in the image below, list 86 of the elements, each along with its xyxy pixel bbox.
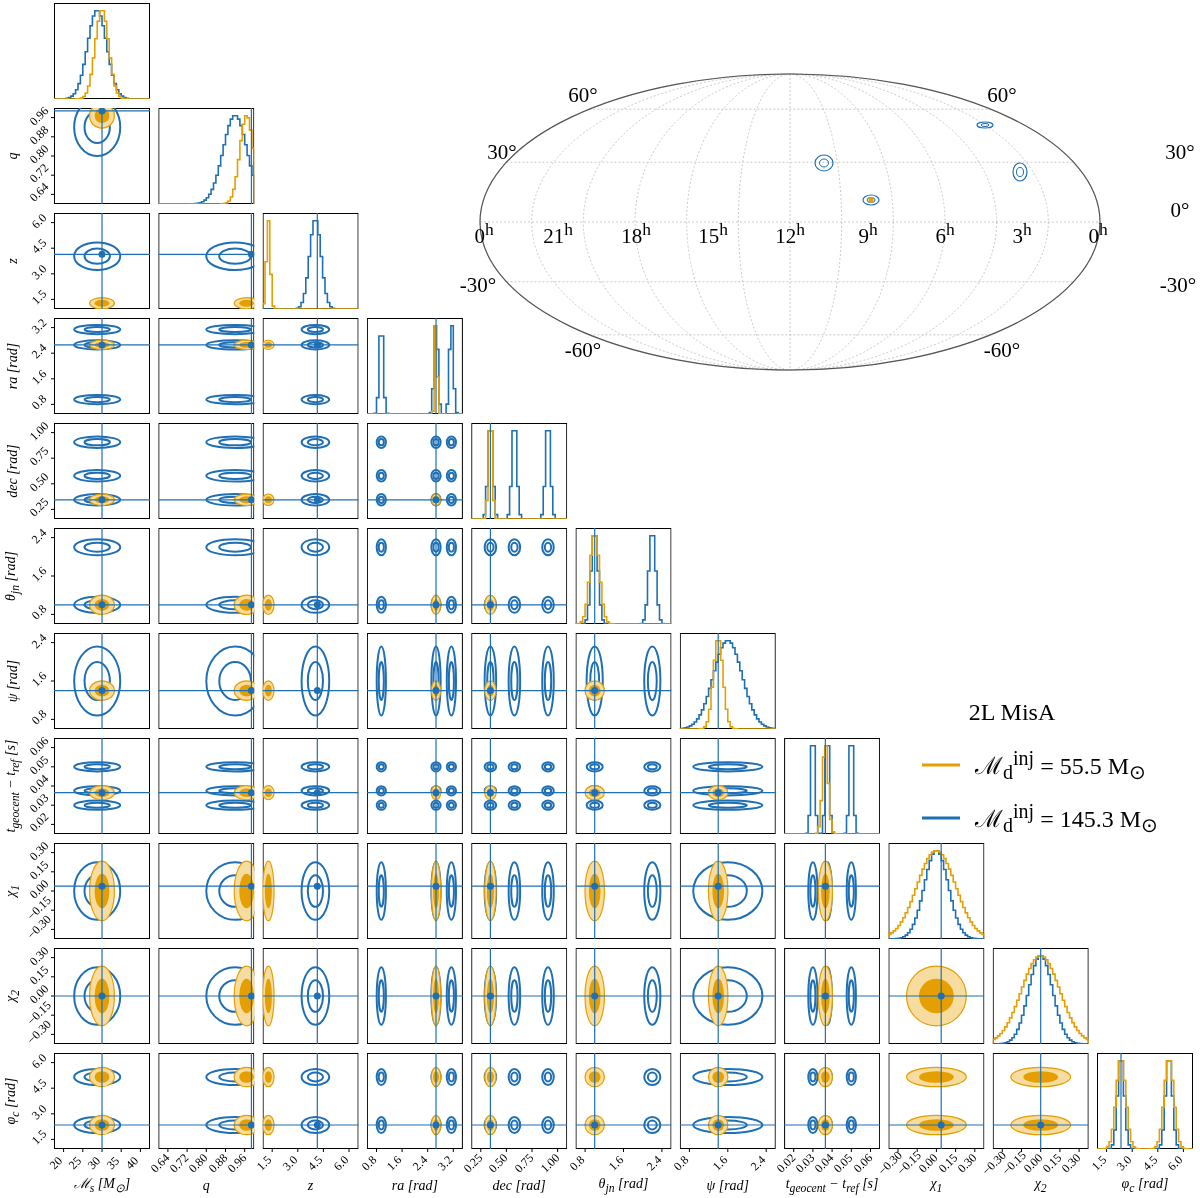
legend-label: ℳ$_{d}$$^{inj}$ = 55.5 M$_{⊙}$	[975, 747, 1146, 783]
axis-tick-label: 2.4	[29, 526, 49, 546]
map-grid-label: -60°	[564, 339, 602, 361]
map-grid-label: -30°	[1159, 274, 1197, 296]
axis-title: z	[6, 258, 20, 264]
map-grid-label: 15$^{h}$	[698, 221, 728, 247]
axis-tick-label: 6.0	[1165, 1153, 1185, 1173]
axis-tick-label: 1.6	[29, 669, 49, 689]
axis-tick-label: 2.4	[29, 341, 49, 361]
axis-tick-label: 40	[123, 1154, 141, 1172]
axis-tick-label: 4.5	[1140, 1153, 1160, 1173]
legend-label: ℳ$_{d}$$^{inj}$ = 145.3 M$_{⊙}$	[975, 800, 1158, 836]
map-grid-label: 3$^{h}$	[1012, 221, 1032, 247]
axis-tick-label: 0.8	[567, 1153, 587, 1173]
axis-tick-label: 1.5	[29, 1127, 49, 1147]
axis-tick-label: 3.0	[1114, 1153, 1134, 1173]
axis-title: ra [rad]	[6, 342, 20, 390]
axis-title: q	[6, 152, 20, 160]
axis-tick-label: 0.25	[461, 1151, 485, 1175]
axis-title: ψ [rad]	[706, 1179, 750, 1193]
axis-tick-label: 2.4	[410, 1153, 430, 1173]
axis-tick-label: 0.8	[29, 707, 49, 727]
axis-tick-label: 6.0	[331, 1153, 351, 1173]
axis-tick-label: 35	[104, 1154, 122, 1172]
axis-tick-label: 3.0	[280, 1153, 300, 1173]
map-grid-label: 0$^{h}$	[474, 221, 494, 247]
axis-tick-label: 1.6	[384, 1153, 404, 1173]
axis-title: θ$_{jn}$ [rad]	[598, 1177, 649, 1195]
axis-title: ℳ$_{s}$ [M$_{⊙}$]	[73, 1177, 131, 1195]
axis-title: φ$_{c}$ [rad]	[1121, 1177, 1169, 1195]
axis-tick-label: 30	[85, 1154, 103, 1172]
legend-title: 2L MisA	[968, 700, 1056, 724]
axis-tick-label: 0.8	[29, 602, 49, 622]
axis-tick-label: 6.0	[29, 1051, 49, 1071]
axis-tick-label: 1.00	[27, 418, 51, 443]
axis-title: t$_{geocent}$ − t$_{ref}$ [s]	[785, 1177, 879, 1195]
axis-tick-label: 3.0	[29, 262, 49, 282]
map-grid-label: 0$^{h}$	[1088, 221, 1108, 247]
axis-title: z	[307, 1179, 314, 1193]
axis-tick-label: 1.6	[29, 367, 49, 387]
axis-tick-label: 1.00	[537, 1151, 562, 1175]
axis-tick-label: 1.5	[1089, 1153, 1109, 1173]
axis-tick-label: 2.4	[29, 631, 49, 651]
axis-tick-label: 2.4	[748, 1153, 768, 1173]
axis-tick-label: 3.0	[29, 1102, 49, 1122]
axis-tick-label: 1.6	[710, 1153, 730, 1173]
axis-tick-label: 0.75	[512, 1151, 536, 1175]
axis-tick-label: 0.25	[27, 495, 51, 520]
axis-tick-label: 1.5	[29, 287, 49, 307]
axis-title: dec [rad]	[492, 1179, 546, 1193]
axis-tick-label: 0.50	[27, 470, 51, 494]
axis-title: q	[202, 1179, 210, 1193]
map-grid-label: 60°	[987, 84, 1017, 106]
axis-tick-label: 2.4	[644, 1153, 664, 1173]
axis-tick-label: 0.8	[29, 392, 49, 412]
axis-tick-label: 1.6	[29, 564, 49, 584]
axis-tick-label: 0.75	[27, 444, 51, 468]
axis-tick-label: 0.50	[486, 1151, 511, 1175]
map-grid-label: 12$^{h}$	[775, 221, 805, 247]
map-grid-label: 30°	[1165, 141, 1195, 163]
map-grid-label: -30°	[459, 274, 497, 296]
map-grid-label: 9$^{h}$	[858, 221, 878, 247]
axis-tick-label: 20	[47, 1154, 65, 1172]
map-grid-label: 6$^{h}$	[935, 221, 955, 247]
map-grid-label: -60°	[983, 339, 1021, 361]
axis-tick-label: 0.8	[671, 1153, 691, 1173]
axis-tick-label: 0.8	[358, 1153, 379, 1173]
map-grid-label: 0°	[1170, 199, 1190, 221]
map-grid-label: 60°	[568, 84, 598, 106]
axis-tick-label: 4.5	[305, 1153, 325, 1173]
axis-tick-label: 25	[66, 1154, 84, 1172]
axis-tick-label: 1.6	[605, 1153, 626, 1173]
axis-tick-label: 6.0	[29, 211, 49, 231]
axis-title: dec [rad]	[6, 444, 20, 498]
axis-title: ra [rad]	[391, 1179, 439, 1193]
axis-tick-label: 3.2	[435, 1153, 455, 1173]
map-grid-label: 30°	[487, 141, 517, 163]
axis-tick-label: 1.5	[254, 1153, 274, 1173]
map-grid-label: 18$^{h}$	[621, 221, 651, 247]
axis-title: χ$_{1}$	[930, 1177, 943, 1195]
axis-tick-label: 3.2	[29, 316, 49, 336]
axis-title: ψ [rad]	[6, 659, 20, 703]
axis-tick-label: 4.5	[29, 236, 49, 256]
axis-title: χ$_{2}$	[1034, 1177, 1047, 1195]
axis-tick-label: 4.5	[29, 1076, 49, 1096]
map-grid-label: 21$^{h}$	[543, 221, 573, 247]
